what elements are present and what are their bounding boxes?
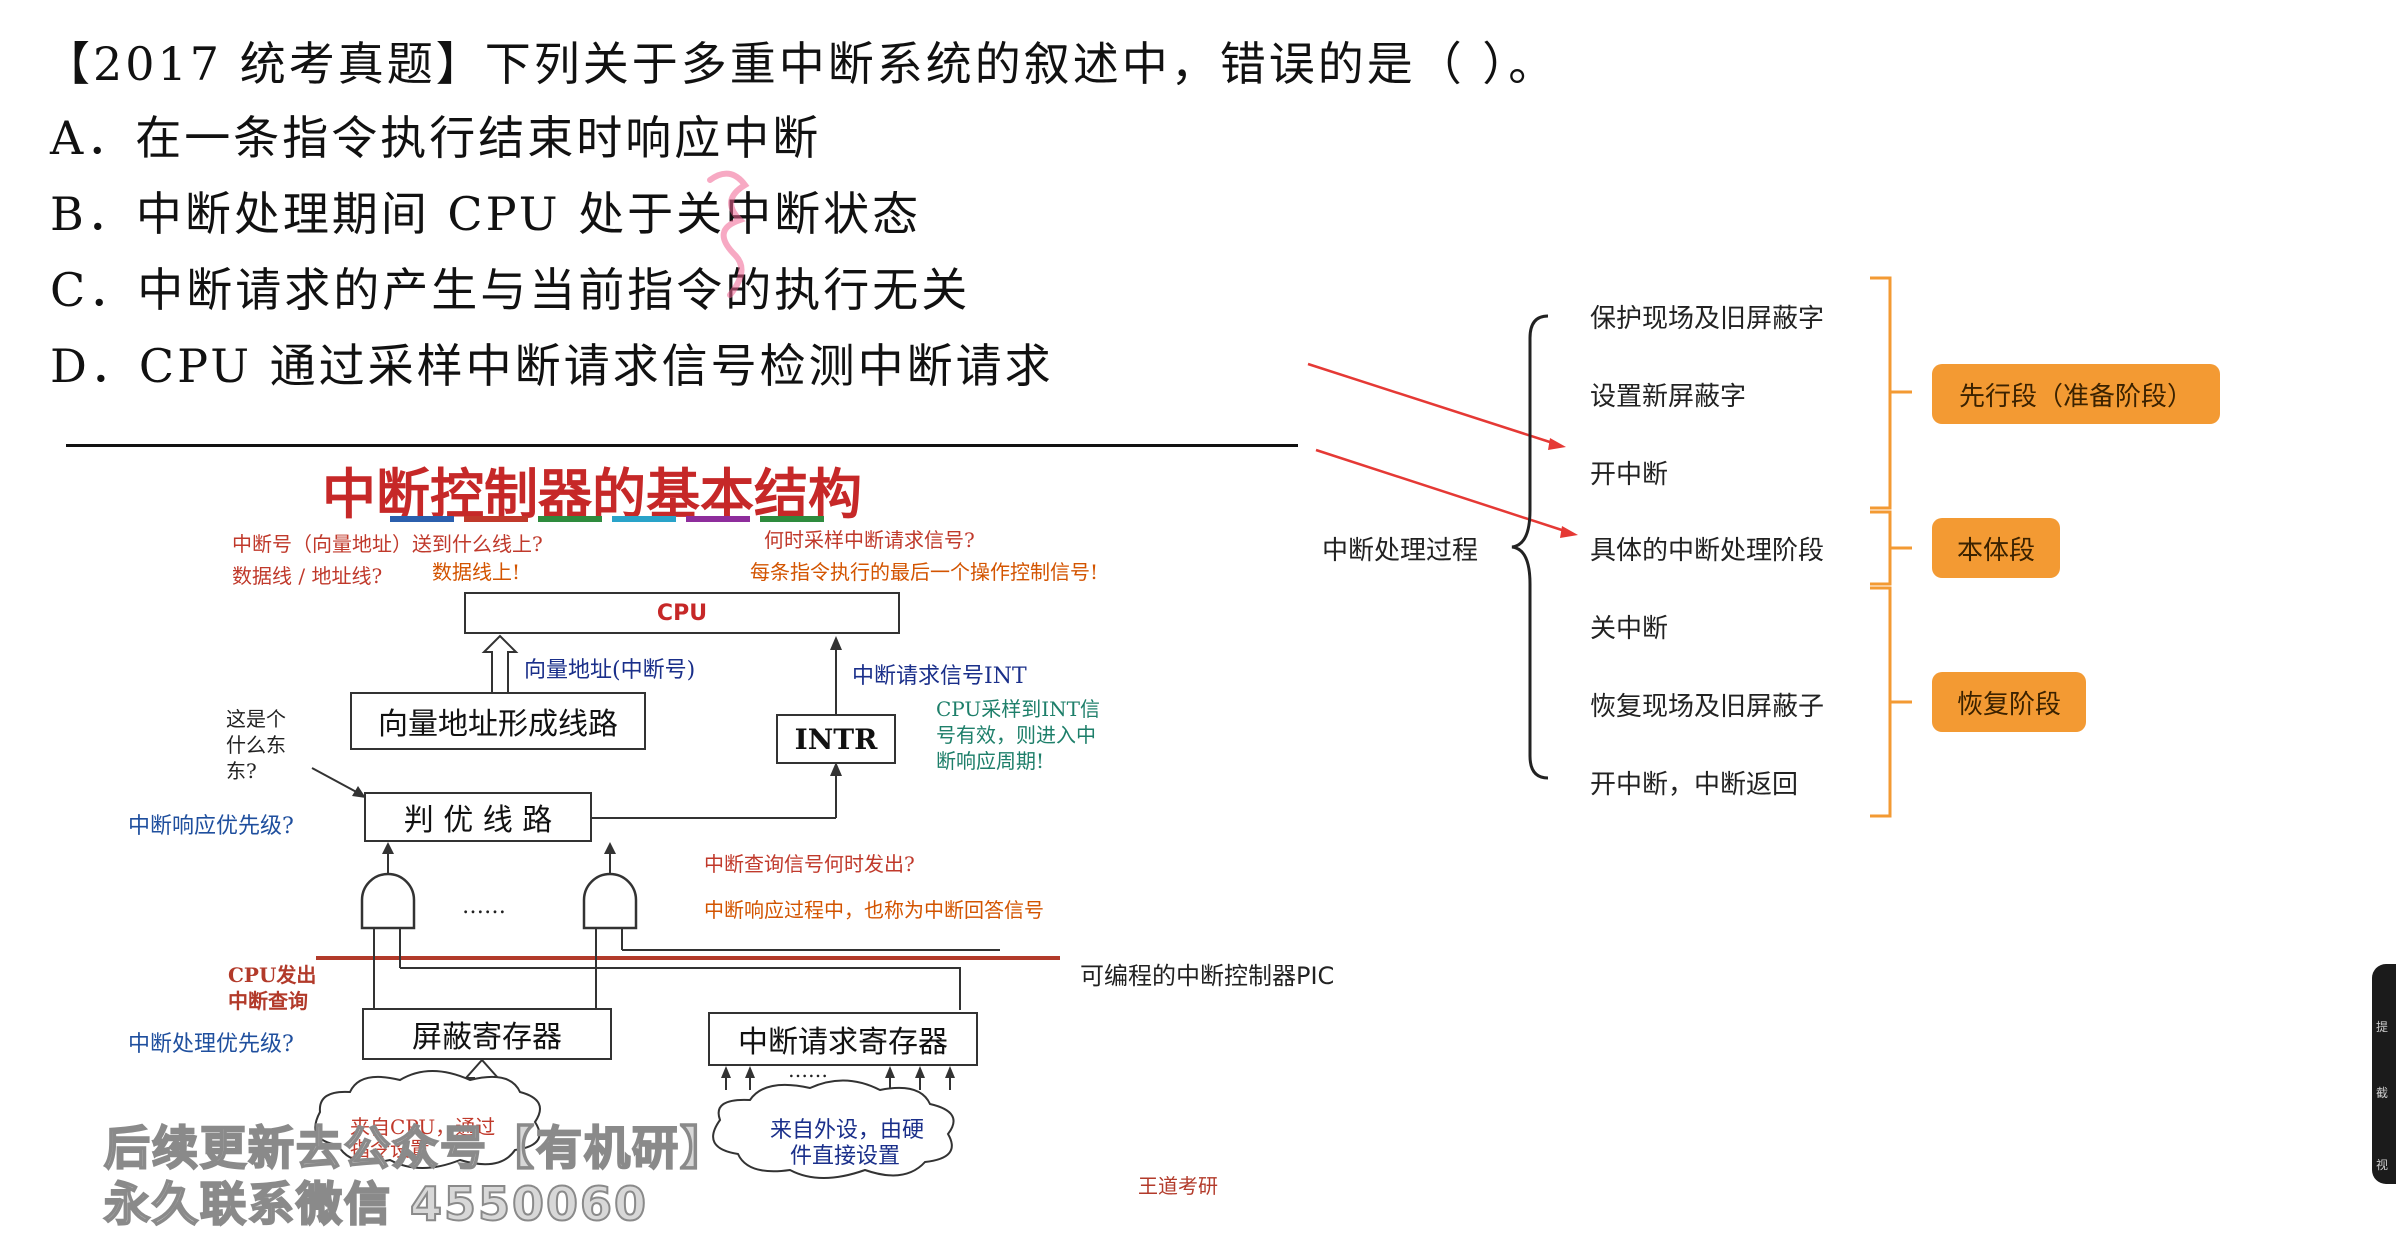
source-label: 王道考研 xyxy=(1138,1174,1218,1198)
annotation-line: CPU发出 xyxy=(228,963,317,987)
option-text: CPU 通过采样中断请求信号检测中断请求 xyxy=(138,339,1054,393)
side-tool-panel: 提 截 视 xyxy=(2372,964,2396,1184)
option-text: 中断处理期间 CPU 处于关中断状态 xyxy=(135,187,922,241)
annotation-line: 号有效，则进入中 xyxy=(936,723,1096,747)
cpu-box: CPU xyxy=(464,592,900,634)
annotation-response-priority: 中断响应优先级? xyxy=(128,814,294,839)
request-register-label: 中断请求寄存器 xyxy=(738,1025,948,1060)
question-stem: 【2017 统考真题】下列关于多重中断系统的叙述中，错误的是（ ）。 xyxy=(44,37,1558,91)
mask-register-box: 屏蔽寄存器 xyxy=(362,1008,612,1060)
annotation-line: 这是个 xyxy=(226,707,286,731)
process-step-2: 设置新屏蔽字 xyxy=(1590,382,1747,412)
annotation-line: 来自外设，由硬 xyxy=(770,1118,925,1143)
process-step-1: 保护现场及旧屏蔽字 xyxy=(1590,304,1825,334)
and-gates-ellipsis: …… xyxy=(462,894,506,919)
color-bar xyxy=(686,516,750,522)
annotation-vector-question: 中断号（向量地址）送到什么线上? xyxy=(232,532,543,556)
annotation-line: 中断查询 xyxy=(228,989,308,1013)
annotation-line: CPU采样到INT信 xyxy=(936,697,1101,721)
process-step-4: 具体的中断处理阶段 xyxy=(1590,536,1825,566)
process-step-6: 恢复现场及旧屏蔽子 xyxy=(1590,692,1825,722)
color-bar xyxy=(464,516,528,522)
request-register-box: 中断请求寄存器 xyxy=(708,1012,978,1066)
process-root-label: 中断处理过程 xyxy=(1322,536,1479,566)
annotation-what-is-this: 这是个 什么东 东? xyxy=(226,706,286,784)
color-bar xyxy=(390,516,454,522)
annotation-cpu-sample: CPU采样到INT信 号有效，则进入中 断响应周期! xyxy=(936,696,1100,774)
vector-address-circuit-label: 向量地址形成线路 xyxy=(378,707,618,742)
side-tool-video[interactable]: 视 xyxy=(2376,1158,2389,1172)
annotation-sample-answer: 每条指令执行的最后一个操作控制信号! xyxy=(750,560,1099,584)
annotation-query-answer: 中断响应过程中，也称为中断回答信号 xyxy=(704,898,1044,922)
annotation-query-question: 中断查询信号何时发出? xyxy=(704,852,915,876)
process-step-7: 开中断，中断返回 xyxy=(1590,770,1799,800)
cpu-label: CPU xyxy=(656,600,708,626)
vector-address-circuit-box: 向量地址形成线路 xyxy=(350,692,646,750)
option-c: C．中断请求的产生与当前指令的执行无关 xyxy=(50,254,970,320)
request-inputs-ellipsis: …… xyxy=(788,1058,828,1082)
process-step-3: 开中断 xyxy=(1590,460,1669,490)
priority-circuit-label: 判 优 线 路 xyxy=(403,803,553,838)
color-bar xyxy=(760,516,824,522)
cloud-peripheral-text: 来自外设，由硬 件直接设置 xyxy=(770,1118,924,1170)
watermark-line-1: 后续更新去公众号【有机研】 xyxy=(103,1120,728,1176)
color-bar xyxy=(612,516,676,522)
diagram-title: 中断控制器的基本结构 xyxy=(322,462,862,526)
annotation-vector-answer: 数据线上! xyxy=(432,560,521,584)
option-b: B．中断处理期间 CPU 处于关中断状态 xyxy=(50,178,921,244)
annotation-cpu-query: CPU发出 中断查询 xyxy=(228,962,316,1014)
process-brackets xyxy=(1307,276,1912,818)
annotation-sample-question: 何时采样中断请求信号? xyxy=(764,528,975,552)
color-bar xyxy=(538,516,602,522)
annotation-pic: 可编程的中断控制器PIC xyxy=(1080,962,1335,990)
priority-circuit-box: 判 优 线 路 xyxy=(364,792,592,842)
phase-recovery: 恢复阶段 xyxy=(1932,672,2086,732)
mask-register-label: 屏蔽寄存器 xyxy=(412,1020,562,1055)
annotation-line: 什么东 xyxy=(226,733,286,757)
annotation-int-signal: 中断请求信号INT xyxy=(852,664,1027,689)
phase-preparation: 先行段（准备阶段） xyxy=(1932,364,2220,424)
title-color-bars xyxy=(390,516,824,522)
phase-main: 本体段 xyxy=(1932,518,2060,578)
process-step-5: 关中断 xyxy=(1590,614,1669,644)
cloud-cpu-setting-text: 来自CPU，通过指令设置 xyxy=(350,1115,496,1161)
option-label: A． xyxy=(50,111,136,165)
side-tool-screenshot[interactable]: 截 xyxy=(2376,1086,2389,1100)
option-label: C． xyxy=(50,263,138,317)
watermark-line-2: 永久联系微信 4550060 xyxy=(103,1176,649,1232)
option-d: D．CPU 通过采样中断请求信号检测中断请求 xyxy=(50,330,1054,396)
divider-line xyxy=(66,444,1298,447)
intr-box: INTR xyxy=(776,714,896,764)
annotation-handle-priority: 中断处理优先级? xyxy=(128,1032,294,1057)
annotation-vector-address: 向量地址(中断号) xyxy=(524,658,696,683)
option-text: 在一条指令执行结束时响应中断 xyxy=(135,111,822,165)
option-label: D． xyxy=(50,339,139,393)
option-text: 中断请求的产生与当前指令的执行无关 xyxy=(137,263,971,317)
annotation-line: 东? xyxy=(226,759,257,783)
side-tool-extract[interactable]: 提 xyxy=(2376,1020,2389,1034)
annotation-line: 件直接设置 xyxy=(790,1144,901,1169)
intr-label: INTR xyxy=(794,722,878,756)
diagram-wiring xyxy=(311,634,1060,1179)
annotation-line: 断响应周期! xyxy=(936,749,1045,773)
option-a: A．在一条指令执行结束时响应中断 xyxy=(50,102,821,168)
option-label: B． xyxy=(50,187,136,241)
pen-mark-scribble xyxy=(707,170,750,298)
annotation-vector-question-2: 数据线 / 地址线? xyxy=(232,564,383,588)
